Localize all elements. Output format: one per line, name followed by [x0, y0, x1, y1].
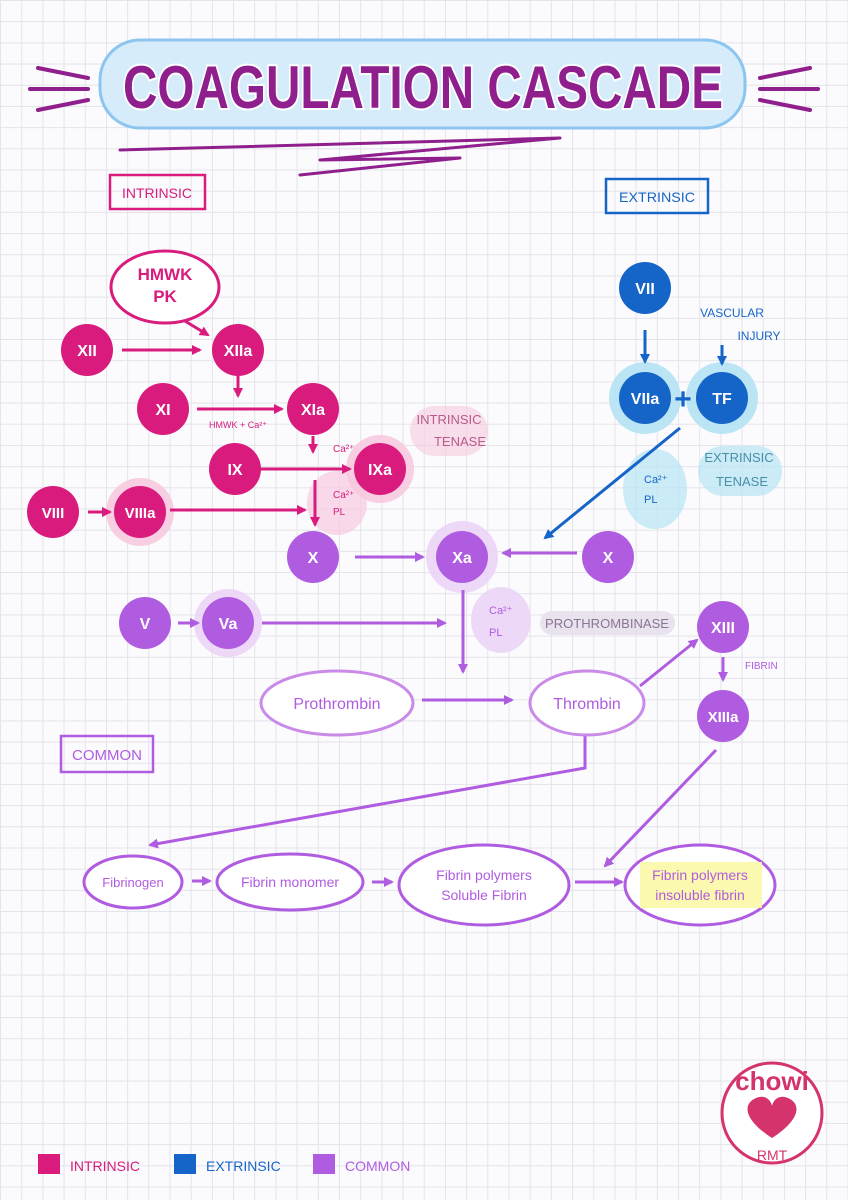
factor-ixa: IXa	[354, 443, 406, 495]
svg-text:Fibrinogen: Fibrinogen	[102, 875, 163, 890]
factor-xii: XII	[61, 324, 113, 376]
page-title: COAGULATION CASCADE	[123, 54, 723, 121]
fibrin-insoluble-node: Fibrin polymers insoluble fibrin	[623, 843, 777, 927]
svg-text:IXa: IXa	[368, 462, 392, 479]
factor-xiia: XIIa	[212, 324, 264, 376]
title-banner: COAGULATION CASCADE	[28, 38, 820, 177]
svg-text:PK: PK	[153, 287, 177, 306]
svg-text:XIIa: XIIa	[224, 343, 253, 360]
svg-text:XI: XI	[155, 402, 170, 419]
factor-xia: XIa	[287, 383, 339, 435]
pl-extrinsic-annotation: PL	[644, 494, 657, 506]
arrows-extrinsic	[543, 330, 727, 540]
arrow-xiiia-to-insoluble	[603, 748, 718, 868]
svg-text:XIII: XIII	[711, 620, 735, 637]
title-dash-left	[28, 66, 90, 112]
svg-text:EXTRINSIC: EXTRINSIC	[206, 1158, 281, 1174]
factor-ix: IX	[209, 443, 261, 495]
ca-common-annotation: Ca²⁺	[489, 605, 513, 617]
fibrin-soluble-node: Fibrin polymers Soluble Fibrin	[397, 843, 571, 927]
svg-text:VIIa: VIIa	[631, 391, 660, 408]
arrows-common	[148, 548, 728, 887]
fibrin-annotation: FIBRIN	[745, 661, 778, 672]
fibrin-monomer-node: Fibrin monomer	[215, 852, 365, 912]
logo-name: chowi	[735, 1066, 809, 1096]
intrinsic-label: INTRINSIC	[122, 185, 192, 201]
extrinsic-label: EXTRINSIC	[619, 189, 695, 205]
pl-common-annotation: PL	[489, 627, 502, 639]
svg-text:TF: TF	[712, 391, 732, 408]
vascular-injury-2: INJURY	[737, 329, 780, 343]
pl-intrinsic-annotation: PL	[333, 507, 346, 518]
svg-text:XIa: XIa	[301, 402, 325, 419]
legend: INTRINSIC EXTRINSIC COMMON	[38, 1154, 410, 1174]
chowi-logo: chowi RMT	[720, 1061, 824, 1165]
factor-viii: VIII	[27, 486, 79, 538]
factor-xiii: XIII	[697, 601, 749, 653]
arrow-thrombin-to-xiii	[639, 638, 699, 688]
factor-va: Va	[202, 597, 254, 649]
svg-text:HMWK: HMWK	[138, 265, 193, 284]
svg-text:INTRINSIC: INTRINSIC	[70, 1158, 140, 1174]
svg-text:X: X	[603, 550, 614, 567]
factor-v: V	[119, 597, 171, 649]
intrinsic-label-box: INTRINSIC	[108, 173, 207, 211]
extrinsic-tenase-1: EXTRINSIC	[704, 450, 773, 465]
heart-icon	[747, 1096, 797, 1138]
factor-xa: Xa	[436, 531, 488, 583]
svg-text:Prothrombin: Prothrombin	[293, 696, 380, 713]
svg-text:XII: XII	[77, 343, 97, 360]
common-label: COMMON	[72, 747, 142, 764]
factor-x-right: X	[582, 531, 634, 583]
extrinsic-tenase-2: TENASE	[716, 474, 768, 489]
extrinsic-label-box: EXTRINSIC	[604, 177, 710, 215]
svg-text:XIIIa: XIIIa	[708, 709, 740, 726]
thrombin-node: Thrombin	[528, 669, 646, 737]
arrow-thrombin-to-fibrinogen	[148, 736, 587, 849]
svg-text:insoluble fibrin: insoluble fibrin	[655, 887, 745, 903]
hmwk-pk-node: HMWK PK	[109, 249, 221, 325]
factor-viia: VIIa	[619, 372, 671, 424]
factor-viiia: VIIIa	[114, 486, 166, 538]
arrow-tf-to-xa	[543, 426, 681, 540]
svg-text:VII: VII	[635, 281, 655, 298]
legend-item-extrinsic: EXTRINSIC	[174, 1154, 281, 1174]
common-label-box: COMMON	[59, 734, 155, 774]
svg-text:V: V	[140, 616, 151, 633]
legend-item-intrinsic: INTRINSIC	[38, 1154, 140, 1174]
prothrombinase-annotation: PROTHROMBINASE	[545, 616, 669, 631]
svg-text:Xa: Xa	[452, 550, 472, 567]
vascular-injury-1: VASCULAR	[700, 306, 764, 320]
intrinsic-tenase-1: INTRINSIC	[417, 412, 482, 427]
logo-suffix: RMT	[757, 1147, 788, 1163]
intrinsic-tenase-2: TENASE	[434, 434, 486, 449]
hmwk-ca-annotation: HMWK + Ca²⁺	[209, 420, 267, 430]
svg-text:X: X	[308, 550, 319, 567]
svg-text:Soluble Fibrin: Soluble Fibrin	[441, 887, 527, 903]
svg-text:COMMON: COMMON	[345, 1158, 410, 1174]
title-underline-zigzag	[118, 136, 562, 177]
prothrombin-node: Prothrombin	[259, 669, 415, 737]
svg-text:Fibrin polymers: Fibrin polymers	[436, 867, 532, 883]
ca-annotation-1: Ca²⁺	[333, 444, 354, 455]
tissue-factor: TF	[696, 372, 748, 424]
svg-text:Fibrin polymers: Fibrin polymers	[652, 867, 748, 883]
fibrinogen-node: Fibrinogen	[82, 854, 184, 910]
factor-xi: XI	[137, 383, 189, 435]
title-dash-right	[758, 66, 820, 112]
svg-text:IX: IX	[227, 462, 242, 479]
plus-sign: +	[674, 383, 692, 416]
factor-x-left: X	[287, 531, 339, 583]
ca-intrinsic-annotation: Ca²⁺	[333, 490, 354, 501]
svg-text:Fibrin monomer: Fibrin monomer	[241, 874, 339, 890]
ca-extrinsic-annotation: Ca²⁺	[644, 474, 668, 486]
svg-text:Va: Va	[219, 616, 238, 633]
legend-item-common: COMMON	[313, 1154, 410, 1174]
svg-text:VIII: VIII	[42, 505, 65, 522]
factor-vii: VII	[619, 262, 671, 314]
svg-text:Thrombin: Thrombin	[553, 696, 621, 713]
factor-xiiia: XIIIa	[697, 690, 749, 742]
svg-text:VIIIa: VIIIa	[125, 505, 157, 522]
